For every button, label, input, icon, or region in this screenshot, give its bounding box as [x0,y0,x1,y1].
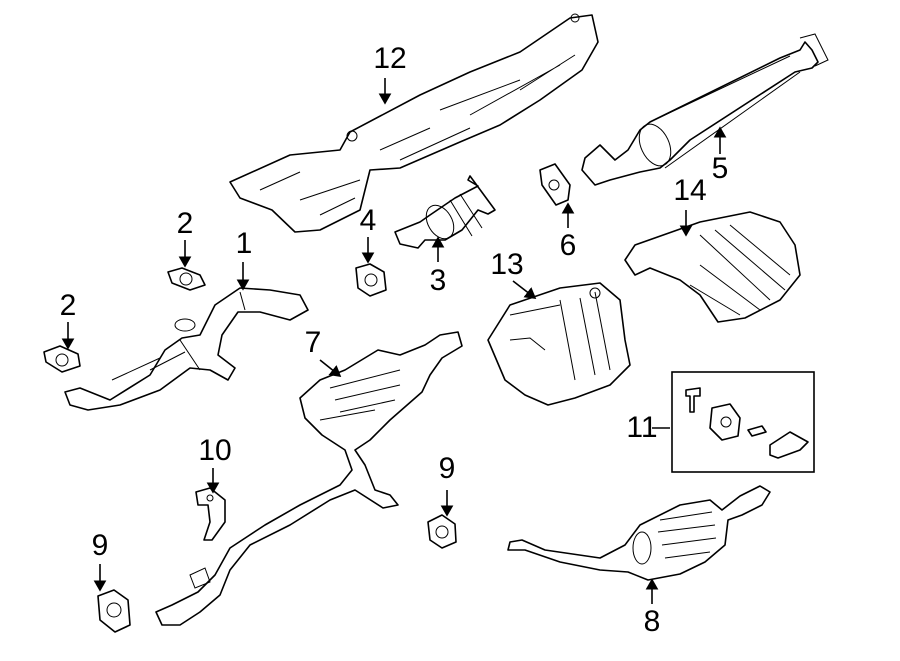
part-7-muffler-assembly[interactable] [155,331,463,626]
callout-11: 11 [626,411,657,444]
part-2-gasket-lower[interactable] [43,345,81,373]
callout-2-upper: 2 [177,207,194,240]
callout-9-right: 9 [439,452,456,485]
part-5-center-muffler[interactable] [581,33,829,186]
callout-3: 3 [430,264,447,297]
part-3-catalytic-converter[interactable] [394,175,496,249]
part-10-bracket[interactable] [195,487,226,541]
callout-13: 13 [490,248,523,281]
part-13-heat-shield-rear[interactable] [487,282,631,406]
callout-2-lower: 2 [60,289,77,322]
part-12-heat-shield-upper[interactable] [229,13,599,233]
callout-8: 8 [644,605,661,638]
callout-7: 7 [305,326,322,359]
callout-6: 6 [560,229,577,262]
callout-9-left: 9 [92,529,109,562]
part-2-gasket-upper[interactable] [167,267,206,291]
part-1-front-pipe[interactable] [64,287,309,411]
callout-4: 4 [360,204,377,237]
part-9-gasket-left[interactable] [97,589,131,633]
part-6-gasket[interactable] [539,163,571,206]
part-9-gasket-right[interactable] [427,514,457,549]
callout-1: 1 [236,227,253,260]
part-14-heat-shield-right[interactable] [624,211,801,323]
callout-10: 10 [198,434,231,467]
part-4-gasket[interactable] [355,263,387,297]
leader-lines [61,78,727,604]
callout-5: 5 [712,152,729,185]
part-8-rear-muffler[interactable] [507,485,771,581]
part-11-hanger-kit[interactable] [671,371,815,473]
callout-14: 14 [673,174,706,207]
callout-12: 12 [373,42,406,75]
callout-labels: 12 5 6 4 3 2 2 1 14 13 7 11 10 9 9 8 [60,42,729,638]
